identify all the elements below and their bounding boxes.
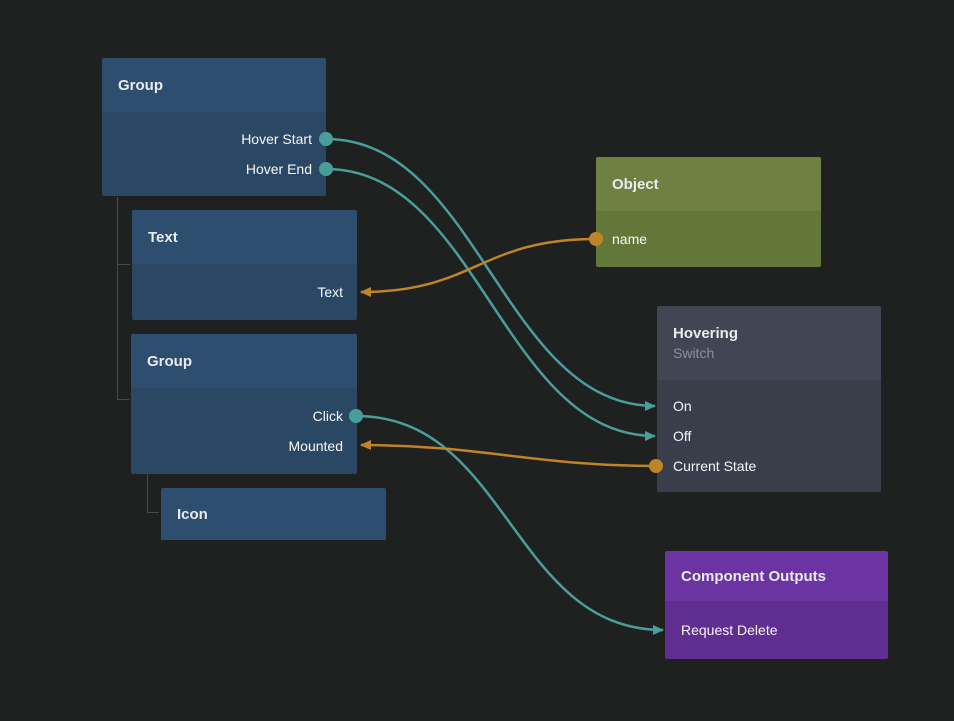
- node-hovering-switch[interactable]: Hovering Switch On Off Current State: [657, 306, 881, 492]
- node-group-1[interactable]: Group Hover Start Hover End: [102, 58, 326, 196]
- connection-current-state-to-mounted[interactable]: [360, 440, 657, 468]
- node-group-2-header[interactable]: Group: [131, 334, 357, 388]
- node-text-header[interactable]: Text: [132, 210, 357, 264]
- port-off[interactable]: Off: [657, 421, 881, 451]
- node-text-body: Text: [132, 264, 357, 320]
- port-label: On: [673, 398, 692, 414]
- node-object-header[interactable]: Object: [596, 157, 821, 211]
- node-title: Icon: [177, 505, 208, 523]
- node-title: Component Outputs: [681, 567, 826, 585]
- node-title: Group: [118, 76, 163, 94]
- node-component-outputs[interactable]: Component Outputs Request Delete: [665, 551, 888, 659]
- node-group-1-header[interactable]: Group: [102, 58, 326, 112]
- port-mounted[interactable]: Mounted: [131, 431, 357, 461]
- port-label: Hover Start: [241, 131, 312, 147]
- connection-name-to-text[interactable]: [360, 237, 597, 297]
- port-label: Hover End: [245, 161, 312, 177]
- port-label: Click: [312, 408, 343, 424]
- node-icon-header[interactable]: Icon: [161, 488, 386, 540]
- node-hovering-header[interactable]: Hovering Switch: [657, 306, 881, 380]
- node-group-1-body: Hover Start Hover End: [102, 112, 326, 196]
- port-request-delete[interactable]: Request Delete: [665, 615, 888, 645]
- node-group-2[interactable]: Group Click Mounted: [131, 334, 357, 474]
- connection-click-to-request-delete[interactable]: [355, 414, 664, 635]
- port-name[interactable]: name: [596, 224, 821, 254]
- port-click[interactable]: Click: [131, 401, 357, 431]
- port-label: Request Delete: [681, 622, 778, 638]
- node-object[interactable]: Object name: [596, 157, 821, 267]
- port-label: Mounted: [288, 438, 343, 454]
- node-title: Group: [147, 352, 192, 370]
- port-label: name: [612, 231, 648, 247]
- node-component-outputs-header[interactable]: Component Outputs: [665, 551, 888, 601]
- port-text[interactable]: Text: [132, 277, 357, 307]
- node-component-outputs-body: Request Delete: [665, 601, 888, 659]
- port-hover-start[interactable]: Hover Start: [102, 124, 326, 154]
- port-on[interactable]: On: [657, 391, 881, 421]
- node-group-2-body: Click Mounted: [131, 388, 357, 474]
- port-label: Current State: [673, 458, 757, 474]
- node-title: Hovering: [673, 325, 739, 342]
- port-label: Off: [673, 428, 692, 444]
- port-label: Text: [317, 284, 343, 300]
- node-title: Text: [148, 228, 178, 246]
- node-hovering-body: On Off Current State: [657, 380, 881, 492]
- node-title: Object: [612, 175, 659, 193]
- node-text[interactable]: Text Text: [132, 210, 357, 320]
- node-object-body: name: [596, 211, 821, 267]
- node-subtitle: Switch: [673, 345, 715, 361]
- node-icon[interactable]: Icon: [161, 488, 386, 540]
- port-hover-end[interactable]: Hover End: [102, 154, 326, 184]
- port-current-state[interactable]: Current State: [657, 451, 881, 481]
